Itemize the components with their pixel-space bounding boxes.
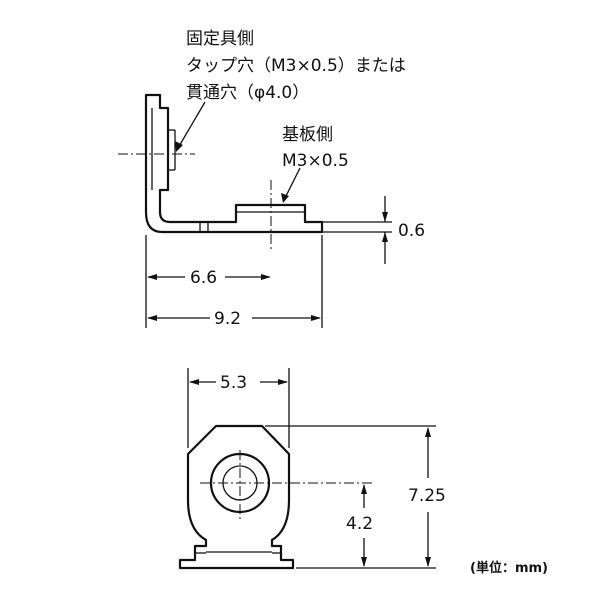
unit-note: (単位：mm) <box>470 560 548 576</box>
dim-arrow <box>147 315 157 321</box>
bracket-outline <box>144 93 324 234</box>
board-callout-line2: M3×0.5 <box>282 151 349 171</box>
board-leader-arrow <box>281 193 289 203</box>
fixture-leader-arrow <box>175 141 183 152</box>
dim-thickness-label: 0.6 <box>398 221 425 241</box>
board-callout-line1: 基板側 <box>282 125 333 145</box>
fixture-leader <box>177 101 206 149</box>
dim-arrow <box>382 212 388 222</box>
board-leader <box>284 167 301 199</box>
dim-arrow <box>261 274 271 280</box>
side-view: 固定具側 タップ穴（M3×0.5）または 貫通穴（φ4.0） 基板側 M3×0.… <box>118 29 425 329</box>
dim-arrow <box>425 557 431 567</box>
dim-arrow <box>278 379 288 385</box>
dim-arrow <box>361 557 367 567</box>
fixture-callout-line1: 固定具側 <box>186 29 254 49</box>
dim-height-label: 7.25 <box>408 486 446 506</box>
dim-arrow <box>311 315 321 321</box>
dim-hole-pos-label: 6.6 <box>190 268 217 288</box>
dim-arrow <box>425 427 431 437</box>
dim-arrow <box>382 232 388 242</box>
dim-arrow <box>361 484 367 494</box>
fixture-callout-line2: タップ穴（M3×0.5）または <box>186 56 406 76</box>
fixture-callout-line3: 貫通穴（φ4.0） <box>186 83 309 103</box>
front-view: 5.3 7.25 4.2 <box>178 368 446 570</box>
dim-hole-height-label: 4.2 <box>346 514 373 534</box>
dim-arrow <box>147 274 157 280</box>
front-body-outline <box>178 424 295 570</box>
dim-width-label: 5.3 <box>220 373 247 393</box>
dim-arrow <box>189 379 199 385</box>
dim-length-label: 9.2 <box>214 309 241 329</box>
